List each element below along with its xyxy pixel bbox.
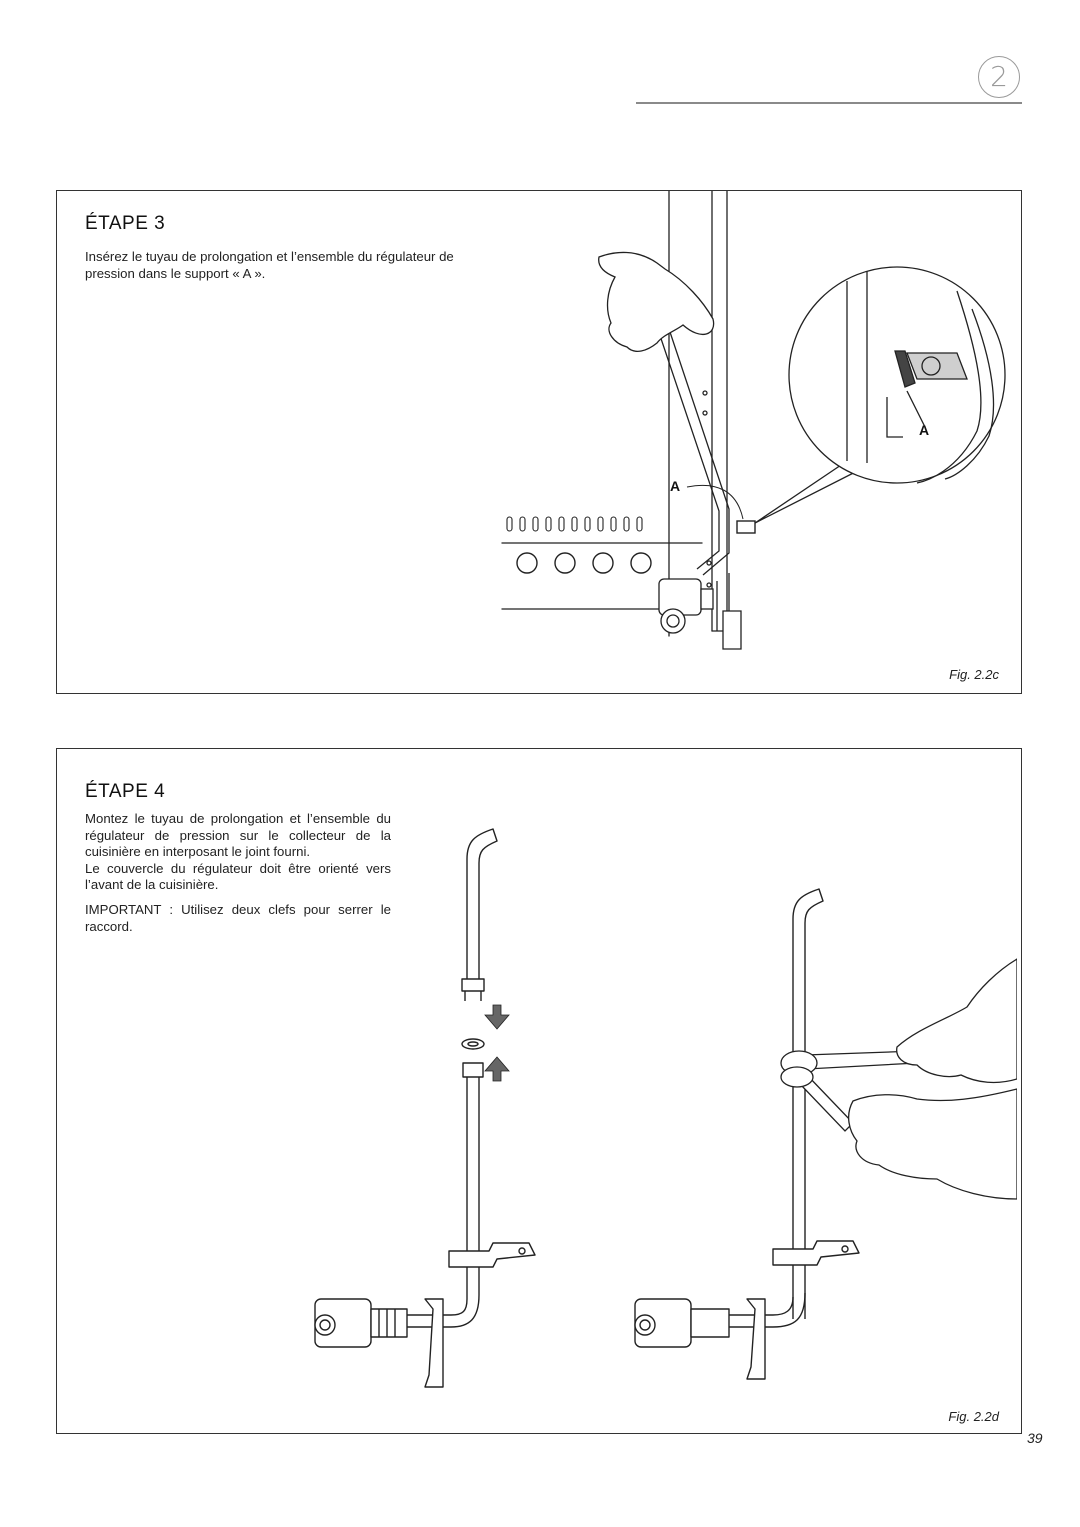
control-knobs	[516, 552, 652, 574]
gasket	[461, 1038, 485, 1050]
step-3-paragraph: Insérez le tuyau de prolongation et l’en…	[85, 249, 454, 281]
step-4-exploded-assembly	[314, 828, 536, 1388]
step-4-panel: ÉTAPE 4 Montez le tuyau de prolongation …	[56, 748, 1022, 1434]
assembled-pipe	[792, 888, 824, 1319]
support-bracket-a	[736, 520, 756, 534]
vent-slots	[506, 516, 643, 532]
step-3-panel: ÉTAPE 3 Insérez le tuyau de prolongation…	[56, 190, 1022, 694]
step-4-wrench-assembly	[634, 888, 1017, 1380]
detail-magnifier	[754, 266, 1006, 524]
wrenches	[780, 1050, 918, 1132]
assembly-arrows	[484, 1004, 510, 1082]
step-4-paragraph-2: Le couvercle du régulateur doit être ori…	[85, 860, 391, 893]
pressure-regulator	[658, 578, 742, 650]
chapter-number-badge: 2	[978, 56, 1020, 98]
step-3-instructions: Insérez le tuyau de prolongation et l’en…	[85, 249, 455, 282]
step-4-title: ÉTAPE 4	[85, 781, 166, 802]
step-4-instructions: Montez le tuyau de prolongation et l’ens…	[85, 811, 391, 935]
chapter-rule	[636, 102, 1022, 104]
lower-hand	[847, 1088, 1017, 1200]
step-3-title: ÉTAPE 3	[85, 213, 166, 234]
hand-illustration	[598, 251, 715, 353]
step-3-illustration: A A	[501, 191, 1006, 650]
callout-a-leader	[686, 484, 744, 520]
step-4-paragraph-1: Montez le tuyau de prolongation et l’ens…	[85, 811, 391, 860]
upper-pipe	[466, 828, 498, 979]
detail-a-label: A	[919, 422, 929, 438]
step-4-paragraph-3: IMPORTANT : Utilisez deux clefs pour ser…	[85, 901, 391, 934]
lower-pipe	[407, 1077, 480, 1328]
page-number: 39	[1027, 1430, 1043, 1446]
figure-2-2d-caption: Fig. 2.2d	[948, 1409, 999, 1424]
upper-hand	[896, 958, 1017, 1084]
floor-bracket	[448, 1242, 536, 1268]
callout-a-label: A	[670, 478, 680, 494]
figure-2-2c-caption: Fig. 2.2c	[949, 667, 999, 682]
